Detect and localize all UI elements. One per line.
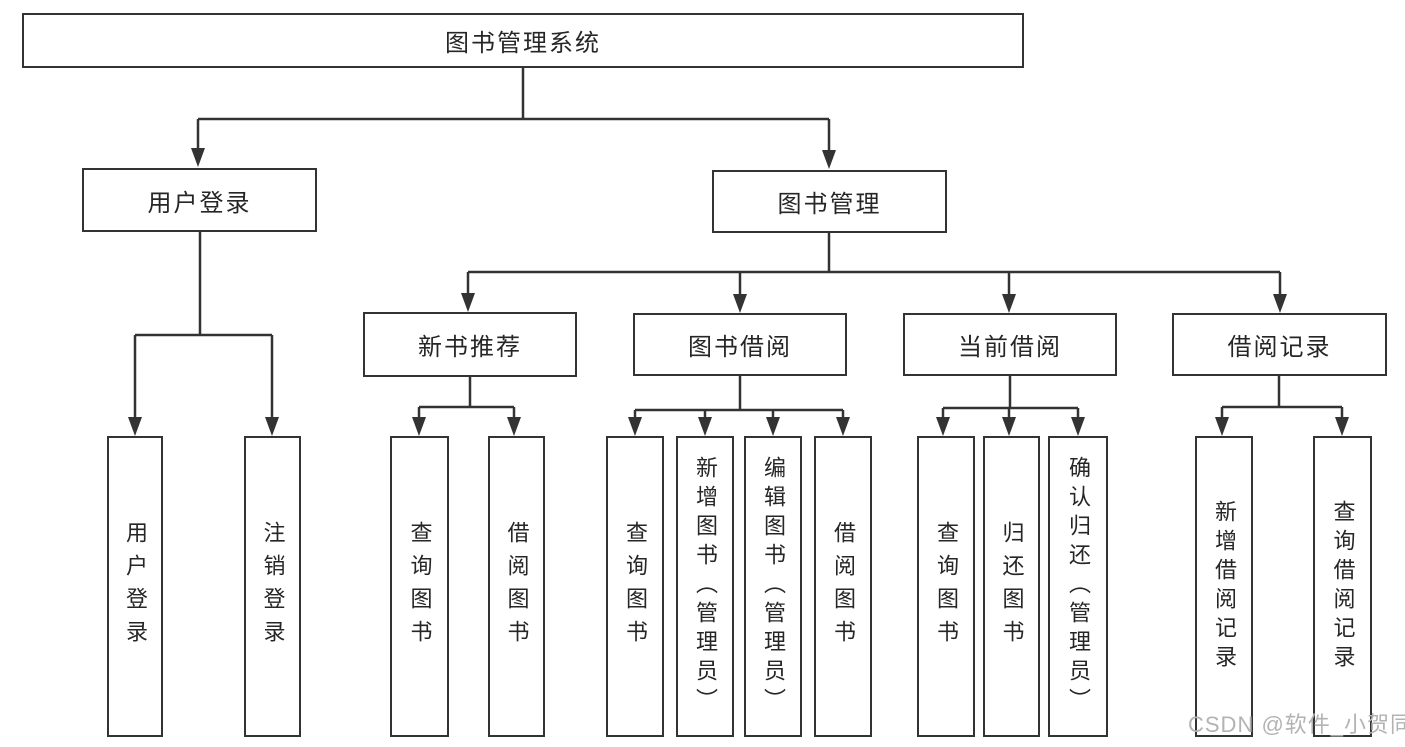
leaf-logout: 注销登录 (244, 436, 301, 737)
leaf-add-books-admin: 新增图书（管理员） (676, 436, 734, 737)
leaf-borrow-books-recommend: 借阅图书 (488, 436, 545, 737)
node-current-borrowing: 当前借阅 (903, 313, 1117, 376)
leaf-confirm-return-admin: 确认归还（管理员） (1048, 436, 1108, 737)
leaf-return-books: 归还图书 (983, 436, 1040, 737)
node-new-book-recommend: 新书推荐 (363, 312, 577, 377)
leaf-query-books-current: 查询图书 (917, 436, 975, 737)
leaf-query-borrow-record: 查询借阅记录 (1313, 436, 1372, 737)
node-borrowing-records: 借阅记录 (1172, 313, 1387, 376)
leaf-edit-books-admin: 编辑图书（管理员） (744, 436, 802, 737)
node-book-management: 图书管理 (712, 170, 947, 233)
leaf-query-books-recommend: 查询图书 (390, 436, 449, 737)
leaf-borrow-books: 借阅图书 (814, 436, 872, 737)
node-library-system: 图书管理系统 (22, 13, 1024, 68)
watermark: CSDN @软件_小贺同学 (1188, 712, 1405, 737)
leaf-add-borrow-record: 新增借阅记录 (1195, 436, 1253, 737)
node-user-login: 用户登录 (82, 168, 317, 232)
leaf-query-books-borrow: 查询图书 (606, 436, 664, 737)
leaf-user-login: 用户登录 (107, 436, 163, 737)
node-book-borrowing: 图书借阅 (633, 313, 847, 376)
